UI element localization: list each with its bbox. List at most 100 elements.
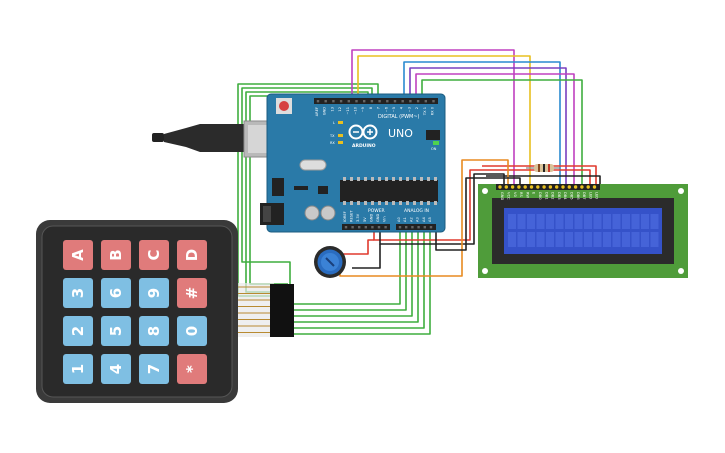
led-l-label: L [333,121,335,125]
wire-gnd-pot [352,244,381,269]
keypad-key-face [101,240,131,270]
wire-keypad-analog-4 [294,228,419,323]
keypad-key-0[interactable]: 0 [177,316,207,346]
digital-pin-label: ~6 [384,106,388,112]
keypad-key-face [139,240,169,270]
wire-5v-lcd [373,169,591,241]
analog-label: ANALOG IN [404,208,429,214]
keypad-key-6[interactable]: 6 [101,278,131,308]
keypad-key-C[interactable]: C [139,240,169,270]
digital-pin-label: 13 [330,107,334,112]
wire-digital-lcd-magenta [351,49,515,184]
wire-digital-lcd-green [421,79,583,184]
keypad-key-label: 1 [69,364,87,374]
keypad-key-4[interactable]: 4 [101,354,131,384]
keypad-key-face [101,316,131,346]
board-model-label: UNO [388,127,413,140]
wire-keypad-analog-3 [294,228,413,317]
digital-pin-label: GND [323,107,327,115]
power-pin-label: Vin [383,216,387,222]
keypad-key-hash[interactable]: # [177,278,207,308]
keypad-key-face [139,354,169,384]
power-pin-label: RESET [350,210,354,222]
keypad-key-2[interactable]: 2 [63,316,93,346]
power-pin-label: GND [369,214,373,222]
keypad-key-label: 6 [107,288,125,298]
digital-pin-label: 2 [415,107,419,109]
keypad-key-face [63,240,93,270]
keypad-key-9[interactable]: 9 [139,278,169,308]
keypad-key-face [63,354,93,384]
digital-header [314,98,438,104]
lcd-pin-label: DB5 [570,192,574,200]
power-pin-label: GND [376,214,380,222]
keypad-key-face [177,316,207,346]
wire-pot-lcd-orange [339,159,509,277]
keypad-key-label: 5 [107,326,125,336]
lcd-pin-label: DB6 [576,192,580,200]
digital-pin-label: ~10 [354,106,358,114]
potentiometer[interactable] [314,246,346,278]
wire-lcd-black [486,175,601,184]
keypad-key-8[interactable]: 8 [139,316,169,346]
lcd-pin-label: E [532,192,536,195]
keypad-key-label: 8 [145,326,163,336]
keypad-key-label: A [69,249,87,261]
keypad-key-face [177,278,207,308]
lcd-pin-label: RW [525,192,529,198]
keypad-key-label: B [107,249,125,260]
digital-pin-label: RX 0 [431,106,435,115]
lcd-pin-label: GND [500,192,504,200]
lcd-pin-label: LED [595,192,599,199]
digital-pin-label: 4 [400,106,404,109]
keypad-key-face [101,278,131,308]
keypad-key-B[interactable]: B [101,240,131,270]
keypad-key-face [139,316,169,346]
analog-pin-label: A4 [422,217,426,222]
atmega-chip [340,180,438,202]
board-brand-label: ARDUINO [352,143,376,149]
lcd-pin-label: LED [588,192,592,199]
wire-digital-lcd-blue [403,61,561,184]
wire-keypad-analog-1 [294,228,401,305]
digital-pin-label: 8 [369,106,373,109]
keypad-key-label: 2 [69,326,87,336]
keypad-key-star[interactable]: * [177,354,207,384]
keypad-key-label: 9 [145,288,163,298]
keypad-key-face [63,316,93,346]
keypad-key-D[interactable]: D [177,240,207,270]
keypad-key-label: # [183,287,201,300]
led-tx-label: TX [329,134,335,138]
wires [237,49,601,335]
keypad-key-3[interactable]: 3 [63,278,93,308]
digital-pin-label: ~3 [407,107,411,112]
analog-pin-label: A5 [428,217,432,222]
lcd-pin-label: DB0 [538,192,542,200]
wire-keypad-analog-2 [294,228,407,311]
keypad-key-1[interactable]: 1 [63,354,93,384]
keypad-key-label: 3 [69,288,87,298]
keypad-key-label: 4 [107,364,125,374]
lcd-pin-label: VCC [507,192,511,200]
lcd-pin-label: V0 [513,192,517,197]
arduino-logo-icon [348,124,378,140]
keypad-key-face [177,354,207,384]
analog-header [396,224,436,230]
keypad-key-label: 7 [145,364,163,374]
keypad-key-A[interactable]: A [63,240,93,270]
digital-label: DIGITAL (PWM~) [378,114,420,120]
keypad-key-5[interactable]: 5 [101,316,131,346]
keypad-key-7[interactable]: 7 [139,354,169,384]
wire-digital-lcd-yellow [357,55,531,184]
lcd-pin-label: DB4 [563,192,567,200]
keypad-ribbon-cable [238,283,294,337]
digital-pin-label: 7 [377,107,381,109]
